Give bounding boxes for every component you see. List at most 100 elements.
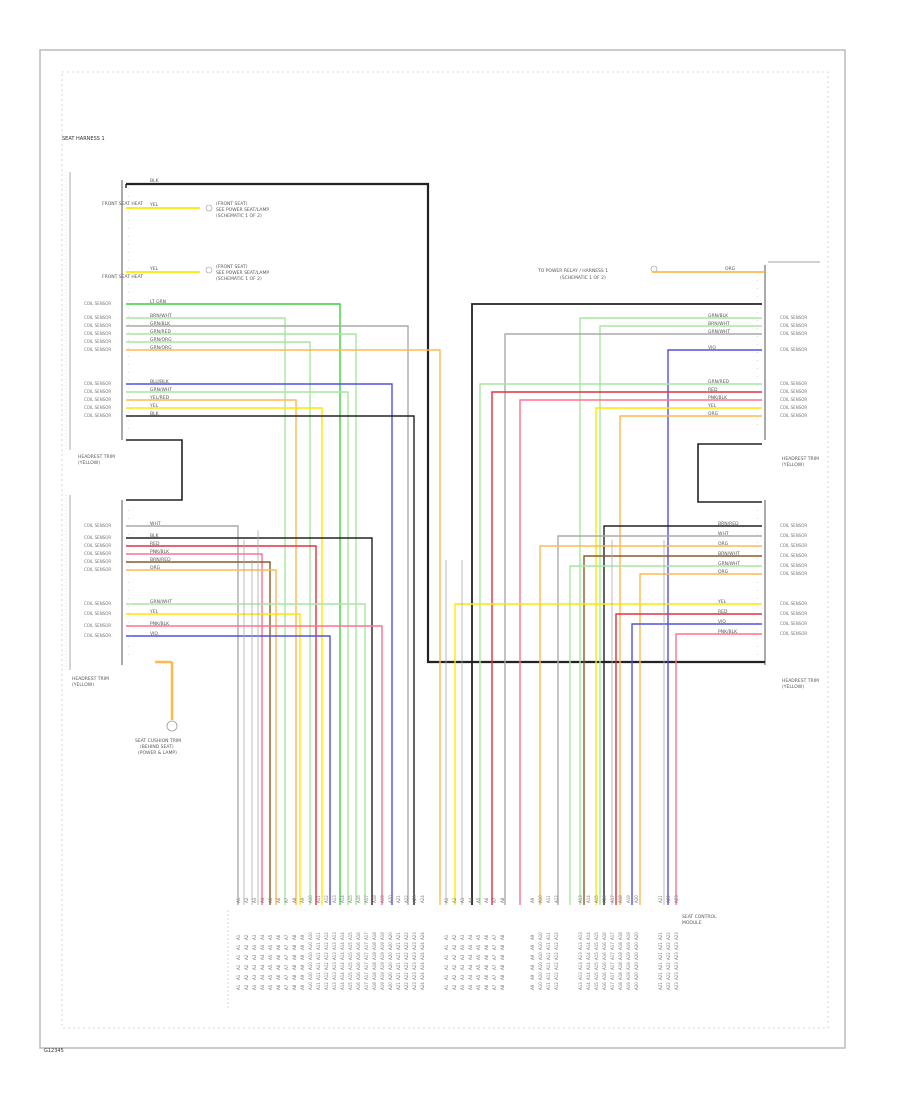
module-pin-code: A19 xyxy=(626,982,631,990)
pin-dot: · xyxy=(128,604,129,609)
module-pin-code: A7 xyxy=(284,974,289,980)
module-pin-code: A23 xyxy=(412,972,417,980)
module-pin-id: A14 xyxy=(340,895,345,903)
module-pin-code: A17 xyxy=(610,952,615,960)
module-pin-code: A6 xyxy=(276,984,281,990)
pin-dot: · xyxy=(757,398,758,403)
module-pin-id: A6 xyxy=(276,897,281,903)
wire-function-label: COIL SENSOR xyxy=(84,567,111,572)
pin-dot: · xyxy=(757,532,758,537)
module-pin-code: A8 xyxy=(500,984,505,990)
wire-function-label: COIL SENSOR xyxy=(780,413,807,418)
module-pin-code: A7 xyxy=(284,934,289,940)
module-pin-code: A16 xyxy=(356,952,361,960)
module-pin-code: A1 xyxy=(444,944,449,950)
module-pin-code: A14 xyxy=(340,962,345,970)
left-a-wire xyxy=(126,349,441,905)
svg-text:HEADREST TRIM: HEADREST TRIM xyxy=(782,456,819,462)
module-pin-code: A14 xyxy=(586,932,591,940)
module-pin-code: A21 xyxy=(658,942,663,950)
left-b-wire xyxy=(126,561,271,905)
pin-dot: · xyxy=(128,636,129,641)
module-pin-code: A3 xyxy=(252,964,257,970)
module-pin-code: A12 xyxy=(324,962,329,970)
module-pin-code: A2 xyxy=(244,954,249,960)
module-pin-code: A8 xyxy=(292,934,297,940)
module-pin-code: A15 xyxy=(594,962,599,970)
left-b-wire xyxy=(126,545,317,905)
module-pin-id: A14 xyxy=(586,895,591,903)
module-pin-code: A9 xyxy=(530,944,535,950)
pin-dot: · xyxy=(757,358,758,363)
svg-text:HEADREST TRIM: HEADREST TRIM xyxy=(72,676,109,682)
wire-label: RED xyxy=(150,541,160,547)
pin-dot: · xyxy=(128,410,129,415)
module-pin-code: A24 xyxy=(420,972,425,980)
pin-dot: · xyxy=(128,508,129,513)
wire-function-label: COIL SENSOR xyxy=(780,543,807,548)
module-pin-code: A10 xyxy=(308,962,313,970)
pin-dot: · xyxy=(128,556,129,561)
module-pin-code: A5 xyxy=(476,984,481,990)
module-pin-code: A9 xyxy=(530,964,535,970)
left-b-wire xyxy=(126,613,301,905)
module-pin-id: A12 xyxy=(554,895,559,903)
wire-label: YEL xyxy=(149,403,159,409)
module-pin-code: A19 xyxy=(380,942,385,950)
module-pin-code: A18 xyxy=(618,972,623,980)
pin-dot: · xyxy=(128,346,129,351)
module-pin-code: A18 xyxy=(372,942,377,950)
module-pin-code: A20 xyxy=(388,942,393,950)
module-pin-code: A15 xyxy=(348,972,353,980)
module-pin-code: A23 xyxy=(674,932,679,940)
module-pin-code: A3 xyxy=(252,984,257,990)
module-pin-code: A7 xyxy=(492,954,497,960)
module-pin-code: A15 xyxy=(348,962,353,970)
module-pin-code: A24 xyxy=(420,962,425,970)
pin-dot: · xyxy=(128,370,129,375)
module-pin-code: A23 xyxy=(674,982,679,990)
wire-function-label: COIL SENSOR xyxy=(84,347,111,352)
right-a-wire xyxy=(519,399,762,905)
wire-function-label: COIL SENSOR xyxy=(84,623,111,628)
module-pin-code: A7 xyxy=(284,944,289,950)
module-pin-code: A5 xyxy=(476,974,481,980)
module-pin-code: A6 xyxy=(484,984,489,990)
left-b-wire xyxy=(126,553,263,905)
module-pin-code: A23 xyxy=(674,952,679,960)
module-pin-code: A7 xyxy=(492,984,497,990)
left-a-wire xyxy=(126,303,341,905)
module-pin-code: A17 xyxy=(610,982,615,990)
module-pin-code: A1 xyxy=(236,934,241,940)
svg-text:(SCHEMATIC 1 OF 2): (SCHEMATIC 1 OF 2) xyxy=(216,276,262,282)
module-pin-code: A10 xyxy=(308,932,313,940)
module-pin-code: A6 xyxy=(276,954,281,960)
left-a-wire xyxy=(126,317,286,905)
wire-function-label: COIL SENSOR xyxy=(84,381,111,386)
module-pins: A1A1A1A1A1A1A1A2A2A2A2A2A2A2A3A3A3A3A3A3… xyxy=(236,895,679,990)
module-pin-code: A10 xyxy=(308,952,313,960)
module-pin-code: A23 xyxy=(412,932,417,940)
module-pin-code: A2 xyxy=(244,944,249,950)
wire-label: ORG xyxy=(708,411,719,417)
svg-text:(FRONT SEAT): (FRONT SEAT) xyxy=(216,201,248,207)
module-pin-code: A14 xyxy=(340,982,345,990)
module-pin-code: A3 xyxy=(460,974,465,980)
wire-label: RED xyxy=(718,609,728,615)
module-pin-code: A13 xyxy=(332,962,337,970)
module-pin-code: A7 xyxy=(492,934,497,940)
wire-label: PNK/BLK xyxy=(708,395,728,401)
module-pin-code: A14 xyxy=(340,932,345,940)
pin-dot: · xyxy=(757,350,758,355)
pin-dot: · xyxy=(128,274,129,279)
module-pin-id: A21 xyxy=(658,895,663,903)
